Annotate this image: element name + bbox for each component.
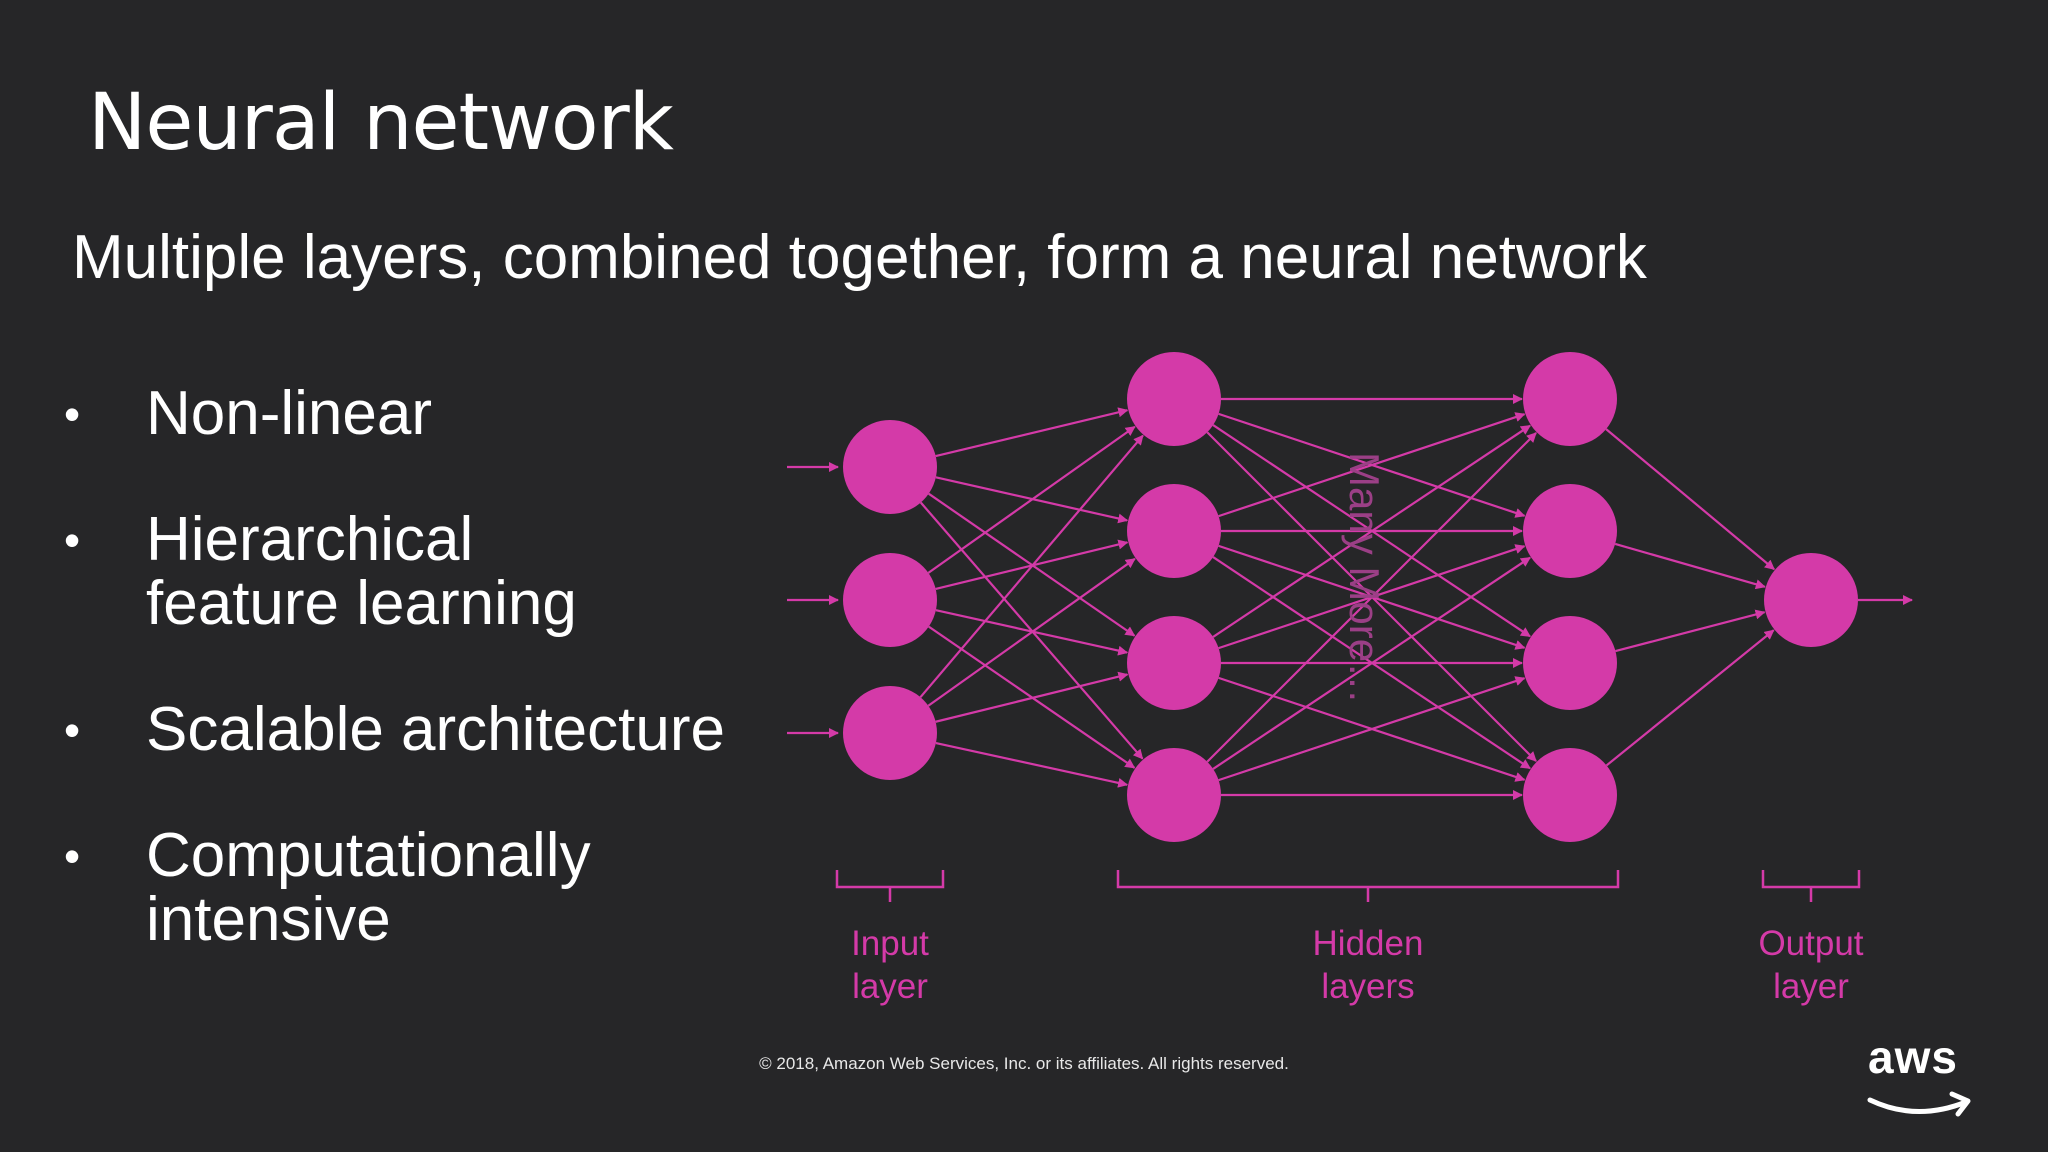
connection-arrow: [1212, 556, 1531, 770]
input-layer-caption-line2: layer: [852, 967, 928, 1006]
hidden-neuron: [1127, 616, 1221, 710]
connection-arrow: [927, 557, 1136, 707]
hidden-layers-caption: Hidden: [1313, 924, 1424, 963]
copyright-footer: © 2018, Amazon Web Services, Inc. or its…: [0, 1054, 2048, 1074]
connection-arrow: [927, 425, 1136, 574]
hidden-neuron: [1523, 616, 1617, 710]
bullet-text: Computationally: [146, 821, 591, 890]
hidden-layers-brace: [1116, 870, 1620, 902]
bullet-text-continued: feature learning: [146, 569, 577, 638]
many-more-label: Many More…: [1341, 452, 1388, 704]
hidden-neuron: [1127, 748, 1221, 842]
connection-arrow: [935, 741, 1129, 788]
input-layer-caption: Input: [851, 924, 929, 963]
hidden-neuron: [1523, 352, 1617, 446]
output-layer-brace: [1761, 870, 1861, 902]
aws-smile-icon: [1867, 1091, 1971, 1117]
copyright-text: © 2018, Amazon Web Services, Inc. or its…: [759, 1054, 1289, 1073]
slide-title: Neural network: [88, 78, 674, 168]
output-neuron: [1764, 553, 1858, 647]
bullet-icon: •: [64, 704, 81, 756]
connection-arrow: [1218, 412, 1526, 518]
connection-arrow: [1614, 542, 1766, 590]
bullet-text: Hierarchical: [146, 505, 474, 574]
connection-arrow: [935, 671, 1129, 723]
hidden-neuron: [1523, 748, 1617, 842]
bullet-icon: •: [64, 514, 81, 566]
bullet-text: Scalable architecture: [146, 695, 725, 764]
bullet-item: • Non-linear: [64, 382, 784, 446]
connection-arrow: [1212, 424, 1531, 638]
bullet-item: • Computationally intensive: [64, 824, 784, 952]
bullet-icon: •: [64, 388, 81, 440]
connections: [787, 394, 1913, 800]
bullet-item: • Scalable architecture: [64, 698, 784, 762]
slide-subtitle: Multiple layers, combined together, form…: [72, 223, 1647, 292]
input-layer-brace: [835, 870, 945, 902]
connection-arrow: [1218, 676, 1526, 782]
hidden-neuron: [1523, 484, 1617, 578]
bullet-item: • Hierarchical feature learning: [64, 508, 784, 636]
hidden-neuron: [1127, 352, 1221, 446]
connection-arrow: [1605, 629, 1775, 767]
connection-arrow: [1615, 609, 1766, 653]
connection-arrow: [935, 407, 1129, 458]
bullet-icon: •: [64, 830, 81, 882]
output-layer-caption-line2: layer: [1773, 967, 1849, 1006]
neurons: [843, 352, 1858, 842]
connection-arrow: [1605, 428, 1775, 571]
input-neuron: [843, 686, 937, 780]
connection-arrow: [919, 434, 1144, 698]
hidden-neuron: [1127, 484, 1221, 578]
bullet-list: • Non-linear • Hierarchical feature lear…: [64, 382, 784, 1014]
output-layer-caption: Output: [1758, 924, 1863, 963]
bullet-text: Non-linear: [146, 379, 433, 448]
input-neuron: [843, 553, 937, 647]
input-neuron: [843, 420, 937, 514]
connection-arrow: [1206, 432, 1537, 763]
hidden-layers-caption-line2: layers: [1321, 967, 1414, 1006]
bullet-text-continued: intensive: [146, 885, 391, 954]
aws-logo-text: aws: [1868, 1031, 1958, 1083]
